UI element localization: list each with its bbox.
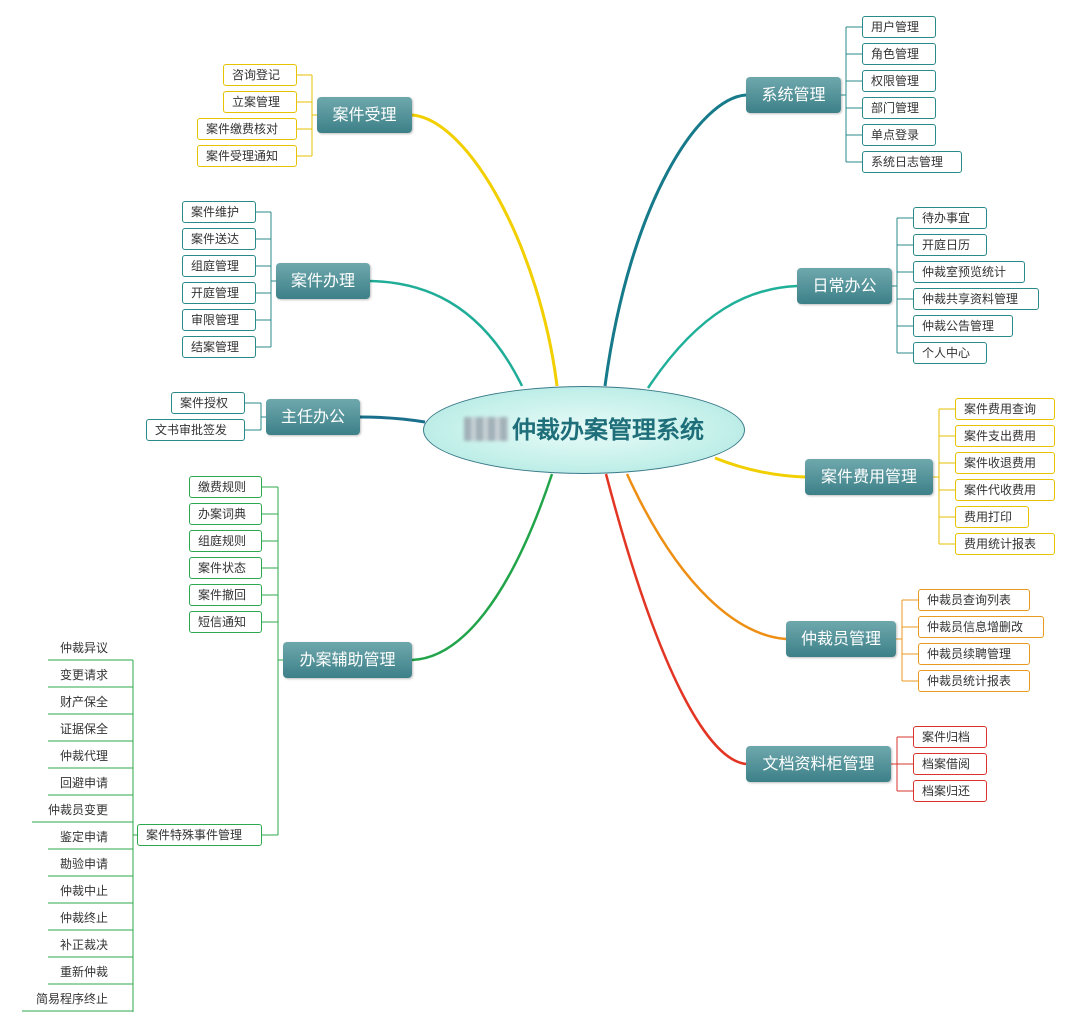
leaf-todo[interactable]: 待办事宜 [913,207,987,229]
redacted-logo [464,417,508,441]
leaf-refund[interactable]: 案件收退费用 [955,452,1055,474]
special-item-appraisal[interactable]: 鉴定申请 [59,830,108,844]
leaf-case-archive[interactable]: 案件归档 [913,726,987,748]
leaf-room-preview-stats[interactable]: 仲裁室预览统计 [913,261,1025,283]
special-item-evidence-preservation[interactable]: 证据保全 [59,722,108,736]
leaf-archive-return[interactable]: 档案归还 [913,780,987,802]
leaf-case-authorization[interactable]: 案件授权 [171,392,245,414]
leaf-department-management[interactable]: 部门管理 [862,97,936,119]
leaf-fee-verification[interactable]: 案件缴费核对 [197,118,297,140]
leaf-document-approval[interactable]: 文书审批签发 [146,419,245,441]
branch-case-acceptance[interactable]: 案件受理 [317,97,412,133]
leaf-case-maintenance[interactable]: 案件维护 [182,201,256,223]
leaf-arbitrator-list[interactable]: 仲裁员查询列表 [918,589,1030,611]
branch-case-handling[interactable]: 案件办理 [276,263,370,299]
leaf-role-management[interactable]: 角色管理 [862,43,936,65]
leaf-collection[interactable]: 案件代收费用 [955,479,1055,501]
leaf-acceptance-notice[interactable]: 案件受理通知 [197,145,297,167]
special-item-objection[interactable]: 仲裁异议 [59,641,108,655]
leaf-sms-notice[interactable]: 短信通知 [189,611,262,633]
leaf-personal-center[interactable]: 个人中心 [913,342,987,364]
leaf-fee-report[interactable]: 费用统计报表 [955,533,1055,555]
branch-document-cabinet[interactable]: 文档资料柜管理 [746,746,891,782]
leaf-arbitrator-crud[interactable]: 仲裁员信息增删改 [918,616,1044,638]
special-item-award-correction[interactable]: 补正裁决 [59,938,108,952]
leaf-case-withdrawal[interactable]: 案件撤回 [189,584,262,606]
branch-daily-office[interactable]: 日常办公 [797,268,892,304]
leaf-special-events[interactable]: 案件特殊事件管理 [137,824,262,846]
leaf-deadline-management[interactable]: 审限管理 [182,309,256,331]
leaf-single-sign-on[interactable]: 单点登录 [862,124,936,146]
special-item-inspection[interactable]: 勘验申请 [59,857,108,871]
leaf-filing-management[interactable]: 立案管理 [223,91,297,113]
special-item-recusal[interactable]: 回避申请 [59,776,108,790]
leaf-fee-print[interactable]: 费用打印 [955,506,1029,528]
special-item-re-arbitration[interactable]: 重新仲裁 [59,965,108,979]
leaf-arbitrator-renewal[interactable]: 仲裁员续聘管理 [918,643,1030,665]
leaf-permission-management[interactable]: 权限管理 [862,70,936,92]
leaf-consult-register[interactable]: 咨询登记 [223,64,297,86]
leaf-case-status[interactable]: 案件状态 [189,557,262,579]
leaf-tribunal-rules[interactable]: 组庭规则 [189,530,262,552]
special-item-termination[interactable]: 仲裁终止 [59,911,108,925]
branch-case-assist[interactable]: 办案辅助管理 [283,642,412,678]
leaf-tribunal-formation[interactable]: 组庭管理 [182,255,256,277]
special-item-suspension[interactable]: 仲裁中止 [59,884,108,898]
central-topic[interactable]: 仲裁办案管理系统 [423,386,745,474]
special-item-change-request[interactable]: 变更请求 [59,668,108,682]
central-title: 仲裁办案管理系统 [512,416,704,444]
leaf-archive-borrow[interactable]: 档案借阅 [913,753,987,775]
leaf-case-service[interactable]: 案件送达 [182,228,256,250]
leaf-case-closing[interactable]: 结案管理 [182,336,256,358]
special-item-property-preservation[interactable]: 财产保全 [59,695,108,709]
leaf-hearing-management[interactable]: 开庭管理 [182,282,256,304]
special-item-summary-termination[interactable]: 简易程序终止 [35,992,108,1006]
branch-arbitrator-management[interactable]: 仲裁员管理 [786,621,896,657]
leaf-user-management[interactable]: 用户管理 [862,16,936,38]
special-item-agent[interactable]: 仲裁代理 [59,749,108,763]
leaf-hearing-calendar[interactable]: 开庭日历 [913,234,987,256]
special-item-arbitrator-change[interactable]: 仲裁员变更 [47,803,108,817]
leaf-fee-rules[interactable]: 缴费规则 [189,476,262,498]
leaf-shared-materials[interactable]: 仲裁共享资料管理 [913,288,1039,310]
branch-director-office[interactable]: 主任办公 [266,399,360,435]
branch-system-management[interactable]: 系统管理 [746,77,841,113]
leaf-fee-query[interactable]: 案件费用查询 [955,398,1055,420]
branch-case-fees[interactable]: 案件费用管理 [805,459,933,495]
leaf-announcements[interactable]: 仲裁公告管理 [913,315,1013,337]
leaf-case-dictionary[interactable]: 办案词典 [189,503,262,525]
leaf-expense[interactable]: 案件支出费用 [955,425,1055,447]
leaf-system-log[interactable]: 系统日志管理 [862,151,962,173]
leaf-arbitrator-report[interactable]: 仲裁员统计报表 [918,670,1030,692]
